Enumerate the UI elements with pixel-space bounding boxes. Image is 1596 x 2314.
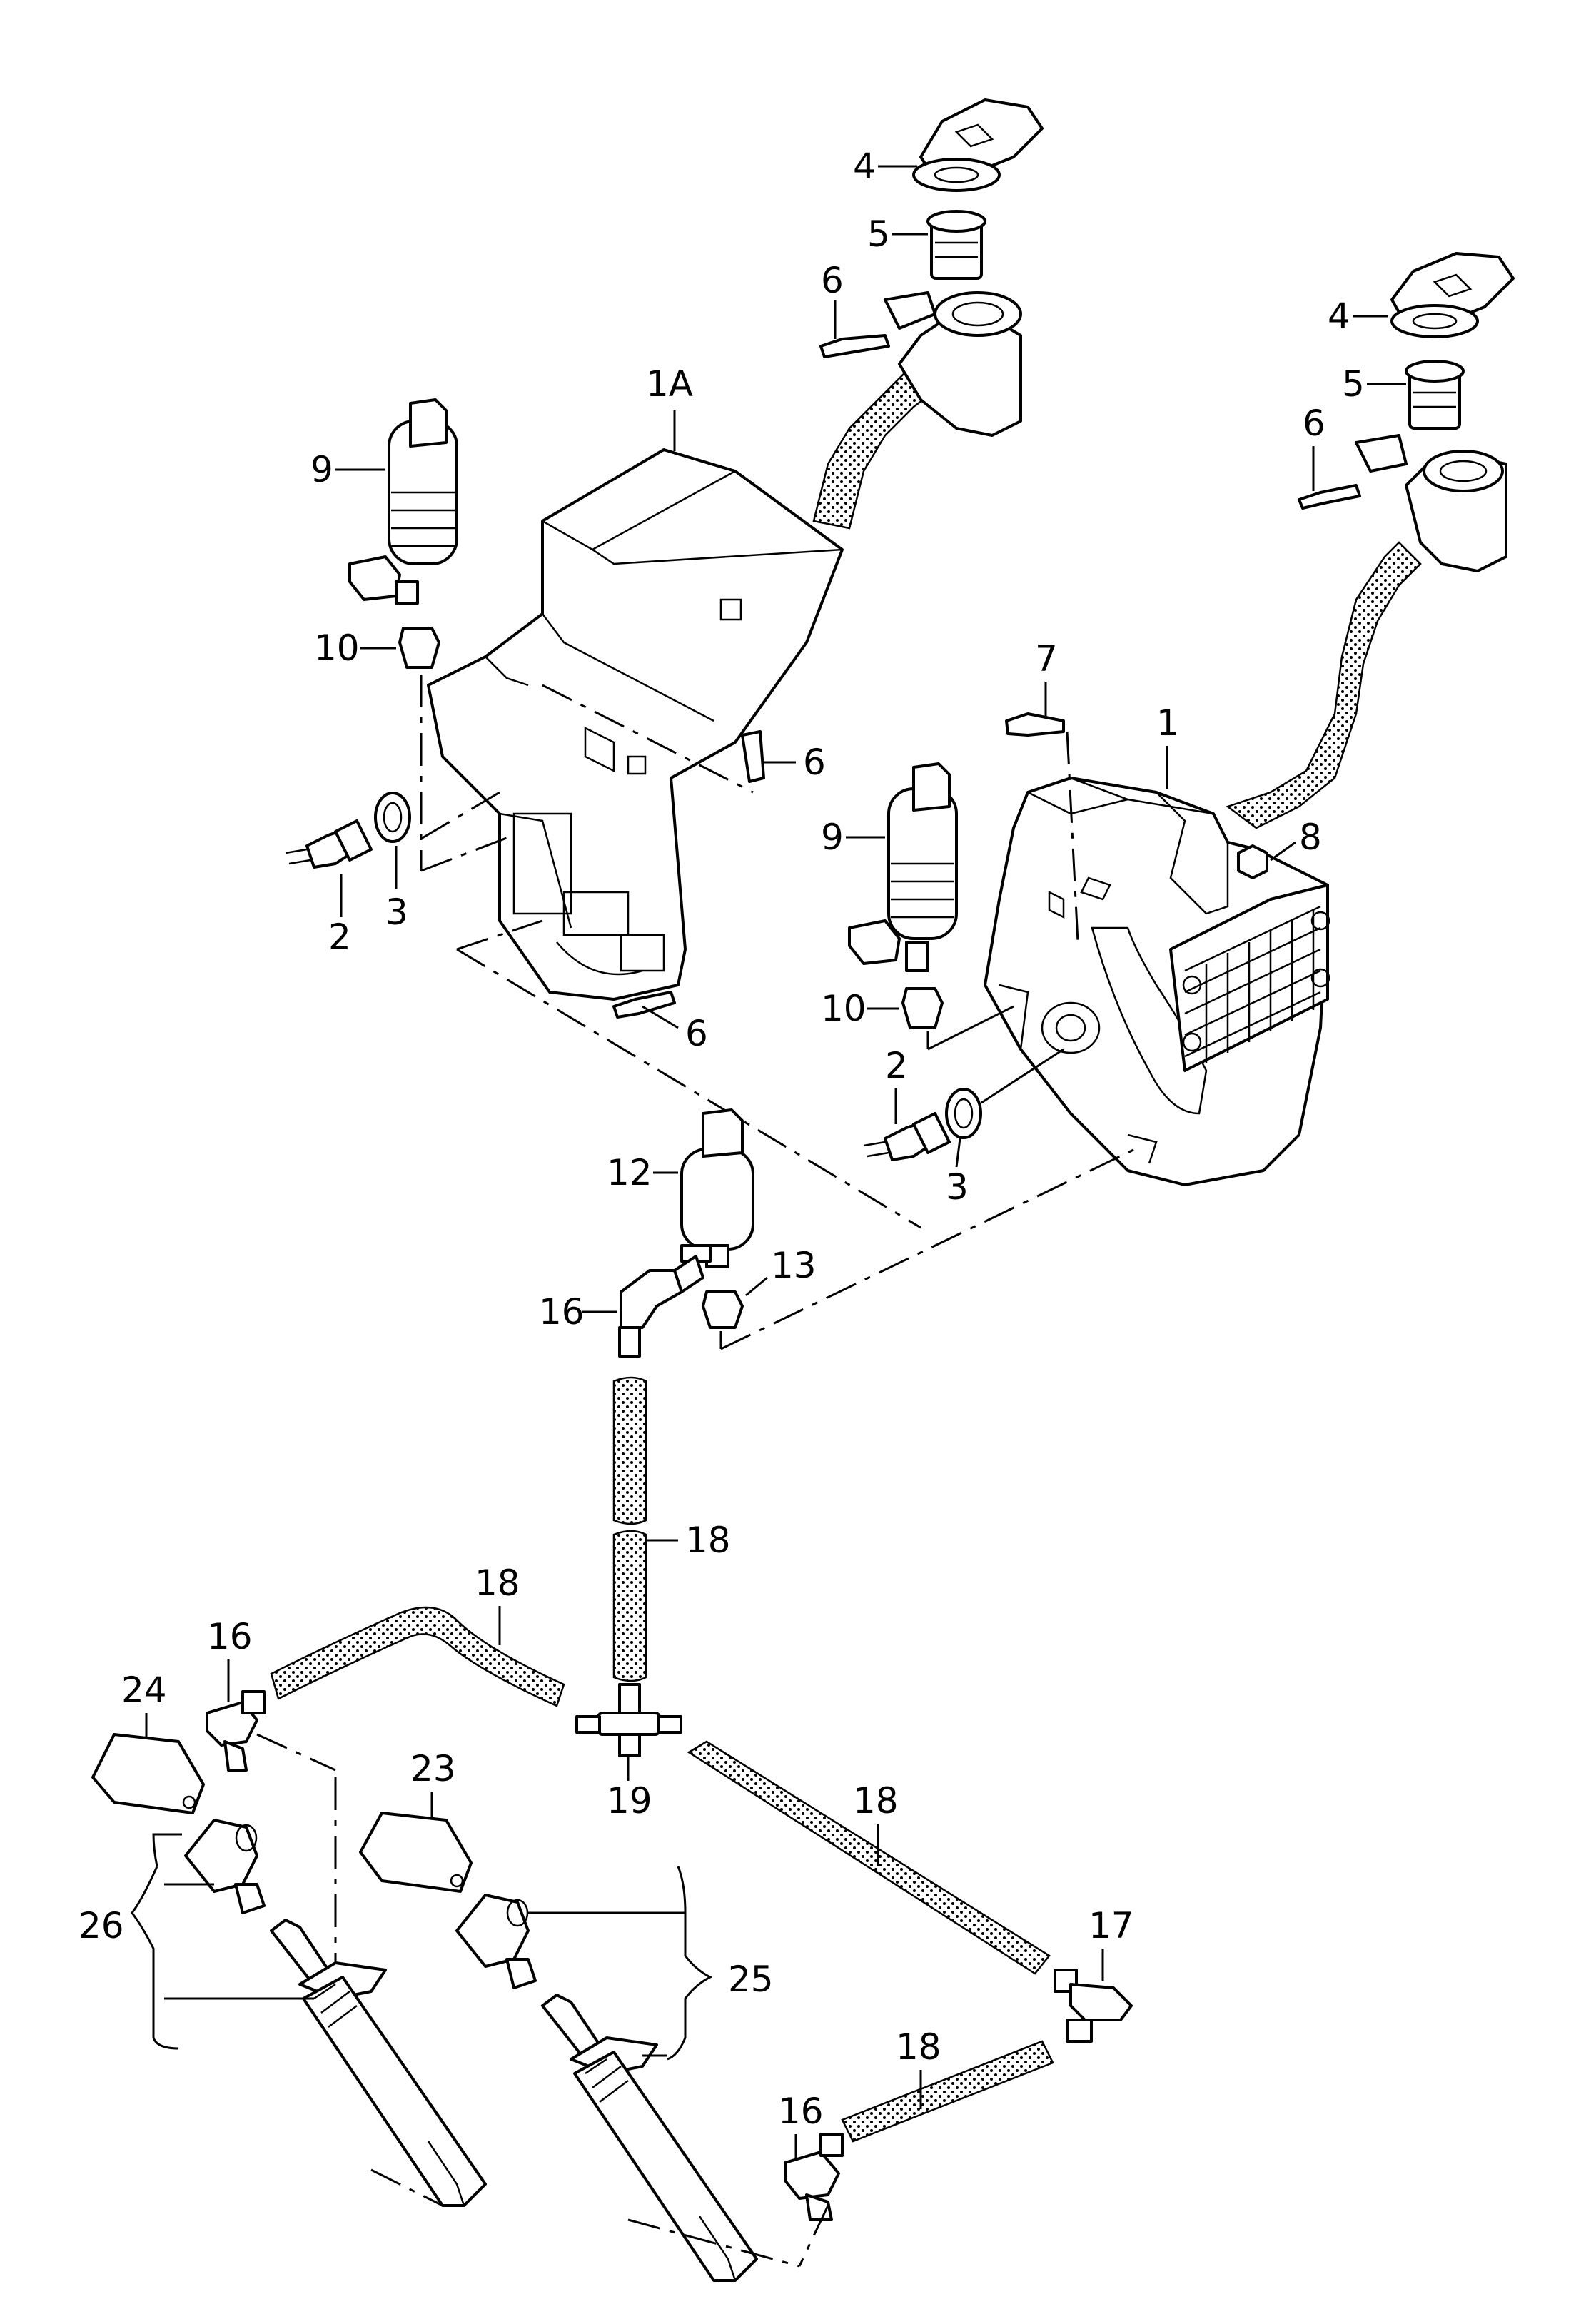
screw-6-b [741, 730, 765, 783]
cover-cap-24 [91, 1733, 205, 1814]
label-26: 26 [79, 1905, 124, 1946]
level-sensor-2-left [285, 819, 373, 869]
grommet-3-left [374, 792, 411, 843]
label-4-right: 4 [1328, 295, 1350, 337]
label-18-left: 18 [475, 1562, 520, 1604]
grommet-3-right [945, 1088, 982, 1139]
strainer-right [1405, 360, 1465, 430]
mounting-bracket [1169, 884, 1330, 1072]
washer-pump-9-right [848, 762, 958, 972]
reservoir-1 [984, 777, 1329, 1186]
hose-18-left [270, 1606, 565, 1707]
elbow-connector-16-top [618, 1255, 704, 1358]
screw-6-a [819, 334, 890, 358]
reservoir-1a [427, 448, 844, 1001]
nut-8 [1237, 844, 1268, 879]
strainer-left [926, 210, 986, 280]
label-19: 19 [607, 1780, 652, 1822]
label-6-b: 6 [803, 742, 826, 783]
label-9-left: 9 [310, 449, 333, 490]
t-piece-19 [575, 1683, 682, 1757]
label-2-right: 2 [885, 1045, 908, 1086]
elbow-connector-16-bottom [784, 2133, 844, 2221]
label-18-right: 18 [853, 1780, 899, 1822]
headlight-washer-pump-12 [680, 1108, 754, 1268]
label-10-left: 10 [314, 627, 360, 669]
bolt-7 [1005, 712, 1065, 737]
label-1: 1 [1156, 702, 1179, 744]
grommet-13 [702, 1290, 744, 1329]
washer-nozzle-unit-26 [184, 1819, 487, 2207]
label-9-right: 9 [821, 817, 844, 858]
label-6-c: 6 [685, 1013, 708, 1054]
label-18-lower: 18 [896, 2026, 941, 2068]
label-23: 23 [410, 1748, 456, 1789]
label-2-left: 2 [328, 916, 351, 958]
hose-18-upper [612, 1376, 647, 1525]
label-3-right: 3 [946, 1166, 969, 1208]
grommet-10-right [901, 987, 944, 1029]
level-sensor-2-right [863, 1112, 951, 1161]
hose-18-middle [612, 1530, 647, 1682]
screw-6-c [612, 991, 676, 1019]
label-17: 17 [1089, 1905, 1134, 1946]
label-6-a: 6 [821, 260, 844, 301]
filler-neck-left [812, 291, 1022, 530]
label-16-top: 16 [539, 1291, 585, 1333]
hose-18-right [687, 1740, 1051, 1975]
label-3-left: 3 [385, 891, 408, 933]
label-16-bottom: 16 [778, 2091, 824, 2132]
label-6-d: 6 [1303, 403, 1325, 444]
label-24: 24 [121, 1669, 167, 1711]
label-1a: 1A [646, 363, 693, 405]
washer-pump-9-left [348, 398, 458, 605]
washer-nozzle-unit-25 [455, 1894, 758, 2282]
screw-6-d [1298, 484, 1361, 510]
label-5-right: 5 [1342, 363, 1365, 405]
cap-right [1390, 252, 1515, 338]
elbow-connector-17 [1054, 1969, 1133, 2043]
label-25: 25 [728, 1959, 774, 2000]
hose-18-lower [841, 2040, 1054, 2143]
elbow-connector-16-left [206, 1690, 266, 1772]
label-16-left: 16 [207, 1616, 253, 1657]
grommet-10-left [398, 627, 440, 669]
filler-neck-right [1226, 434, 1507, 829]
label-8: 8 [1299, 817, 1322, 858]
cover-cap-23 [359, 1812, 473, 1893]
cap-left [912, 98, 1044, 192]
label-13: 13 [771, 1245, 817, 1286]
label-12: 12 [607, 1152, 652, 1193]
label-7: 7 [1035, 638, 1058, 679]
label-4-left: 4 [853, 146, 876, 187]
label-18-vertical: 18 [685, 1520, 731, 1561]
label-5-left: 5 [867, 213, 890, 255]
label-10-right: 10 [821, 988, 867, 1029]
